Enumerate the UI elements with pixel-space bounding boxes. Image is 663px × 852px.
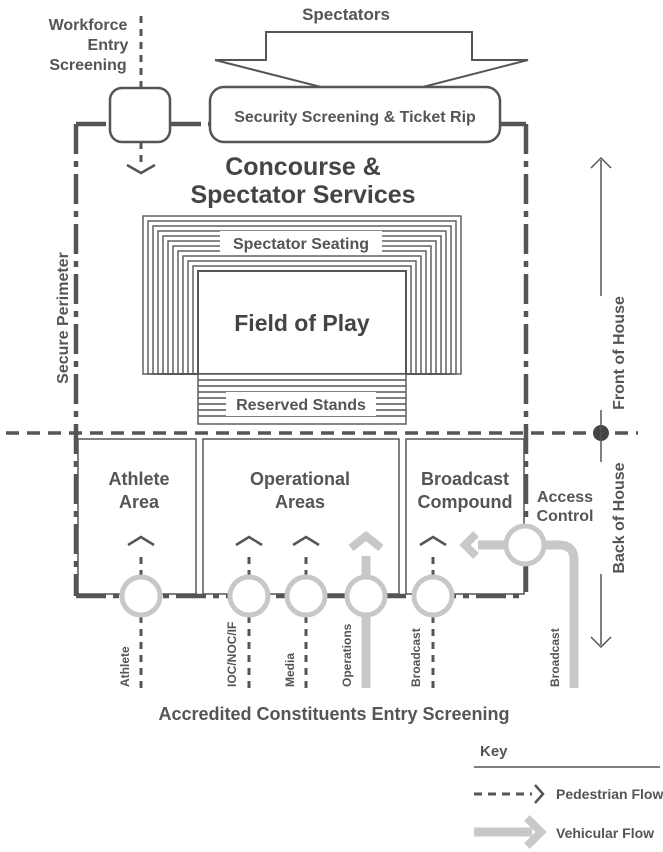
house-axis-top-arrow	[590, 156, 612, 169]
back-of-house-label: Back of House	[611, 462, 628, 573]
front-of-house-label-bg	[590, 296, 612, 410]
key-pedestrian-label: Pedestrian Flow	[556, 786, 663, 802]
entry-flows	[119, 530, 455, 688]
entry-label-ioc: IOC/NOC/IF	[225, 622, 239, 687]
broadcast-compound-label-1: Broadcast	[421, 469, 509, 489]
key-vehicular-arrow	[524, 815, 547, 849]
house-axis-bottom-arrow	[590, 636, 612, 649]
front-of-house-label: Front of House	[611, 296, 628, 410]
key-title: Key	[480, 743, 508, 760]
entry-label-broadcast-vehicular: Broadcast	[548, 628, 562, 687]
entry-label-athlete: Athlete	[118, 646, 132, 687]
field-of-play-label: Field of Play	[234, 310, 370, 336]
broadcast-vehicular-route	[545, 540, 579, 688]
key-vehicular-label: Vehicular Flow	[556, 825, 654, 841]
spectators-label: Spectators	[302, 5, 390, 24]
broadcast-compound-box	[405, 438, 525, 595]
workforce-label-1: Workforce	[49, 17, 128, 34]
entry-label-operations: Operations	[340, 623, 354, 687]
spectators-arrow	[214, 31, 529, 102]
spectator-seating-label: Spectator Seating	[233, 236, 369, 253]
workforce-arrow	[126, 163, 156, 175]
athlete-area-label-2: Area	[119, 492, 160, 512]
entry-label-media: Media	[283, 653, 297, 687]
back-of-house-label-bg	[590, 462, 612, 574]
field-of-play	[197, 270, 407, 375]
spectator-seating-label-bg	[220, 231, 382, 255]
key-pedestrian-arrow	[534, 784, 545, 804]
access-control-label-2: Control	[537, 508, 594, 525]
concourse-label-2: Spectator Services	[190, 181, 415, 209]
workforce-label-3: Screening	[49, 57, 126, 74]
operational-areas-label-2: Areas	[275, 492, 325, 512]
access-control-label-1: Access	[537, 489, 593, 506]
access-control-checkpoint	[503, 523, 547, 567]
secure-perimeter-label: Secure Perimeter	[55, 252, 72, 384]
access-vehicular-arrow	[459, 531, 479, 559]
concourse-label-1: Concourse &	[225, 153, 381, 181]
operational-areas-label-1: Operational	[250, 469, 350, 489]
broadcast-compound-label-2: Compound	[418, 492, 513, 512]
entry-label-broadcast-pedestrian: Broadcast	[409, 628, 423, 687]
workforce-label-2: Entry	[88, 37, 129, 54]
entry-screening-label: Accredited Constituents Entry Screening	[158, 704, 509, 724]
reserved-stands-label-bg	[226, 392, 376, 416]
workforce-screening-box	[108, 86, 172, 144]
reserved-stands-label: Reserved Stands	[236, 397, 366, 414]
security-screening-label: Security Screening & Ticket Rip	[234, 109, 476, 126]
athlete-area-box	[77, 438, 197, 595]
security-screening-box	[208, 85, 502, 144]
athlete-area-label-1: Athlete	[108, 469, 169, 489]
